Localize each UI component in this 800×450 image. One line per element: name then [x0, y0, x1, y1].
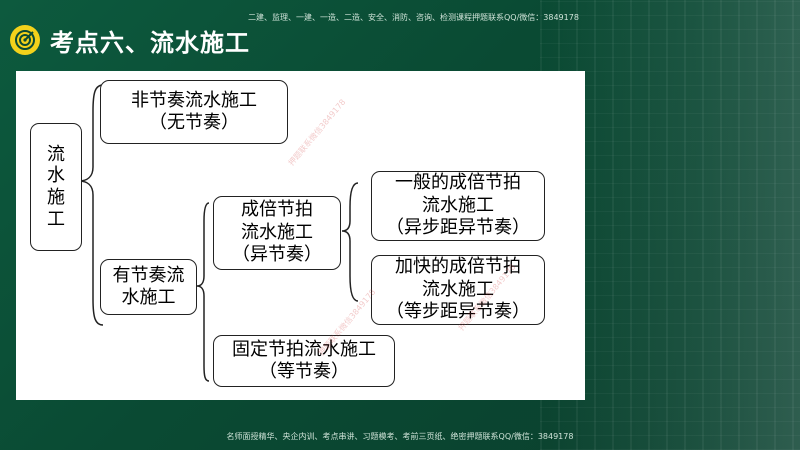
fixed-sublabel: （等节奏） [259, 361, 349, 382]
root-char-1: 流 [47, 143, 65, 165]
multiple-label-line2: 流水施工 [241, 221, 313, 243]
target-logo-icon [10, 25, 40, 55]
general-multiple-label-line3: （异步距异节奏） [386, 217, 530, 239]
multiple-label-line3: （异节奏） [232, 244, 322, 266]
nonrhythmic-sublabel: （无节奏） [149, 112, 239, 133]
fixed-label: 固定节拍流水施工 [232, 338, 376, 360]
accelerated-multiple-label-line3: （等步距异节奏） [386, 301, 530, 323]
general-multiple-label-line1: 一般的成倍节拍 [395, 172, 521, 194]
diagram-panel: 流 水 施 工 非节奏流水施工 （无节奏） 有节奏流 水施工 成倍节拍 流水施工… [16, 71, 585, 400]
root-char-2: 水 [47, 165, 65, 187]
general-multiple-node: 一般的成倍节拍 流水施工 （异步距异节奏） [371, 171, 545, 241]
header: 考点六、流水施工 [10, 22, 250, 58]
rhythmic-brace [196, 202, 210, 382]
page-title: 考点六、流水施工 [50, 28, 250, 57]
accelerated-multiple-label-line2: 流水施工 [422, 278, 494, 300]
accelerated-multiple-node: 加快的成倍节拍 流水施工 （等步距异节奏） [371, 255, 545, 325]
bottom-notice: 名师面授精华、央企内训、考点串讲、习题模考、考前三页纸、绝密押题联系QQ/微信：… [226, 432, 574, 441]
multiple-brace [341, 182, 359, 302]
top-notice: 二建、监理、一建、一造、二造、安全、消防、咨询、检测课程押题联系QQ/微信：38… [248, 13, 579, 22]
root-node: 流 水 施 工 [30, 123, 82, 251]
general-multiple-label-line2: 流水施工 [422, 194, 494, 216]
nonrhythmic-label: 非节奏流水施工 [131, 89, 257, 111]
nonrhythmic-node: 非节奏流水施工 （无节奏） [100, 80, 288, 144]
rhythmic-label-line2: 水施工 [121, 287, 176, 308]
root-char-4: 工 [47, 208, 65, 230]
rhythmic-label-line1: 有节奏流 [112, 264, 185, 286]
multiple-rhythm-node: 成倍节拍 流水施工 （异节奏） [213, 196, 341, 270]
fixed-rhythm-node: 固定节拍流水施工 （等节奏） [213, 335, 395, 387]
accelerated-multiple-label-line1: 加快的成倍节拍 [395, 256, 521, 278]
multiple-label-line1: 成倍节拍 [241, 199, 313, 221]
root-char-3: 施 [47, 187, 65, 208]
rhythmic-node: 有节奏流 水施工 [100, 259, 197, 315]
